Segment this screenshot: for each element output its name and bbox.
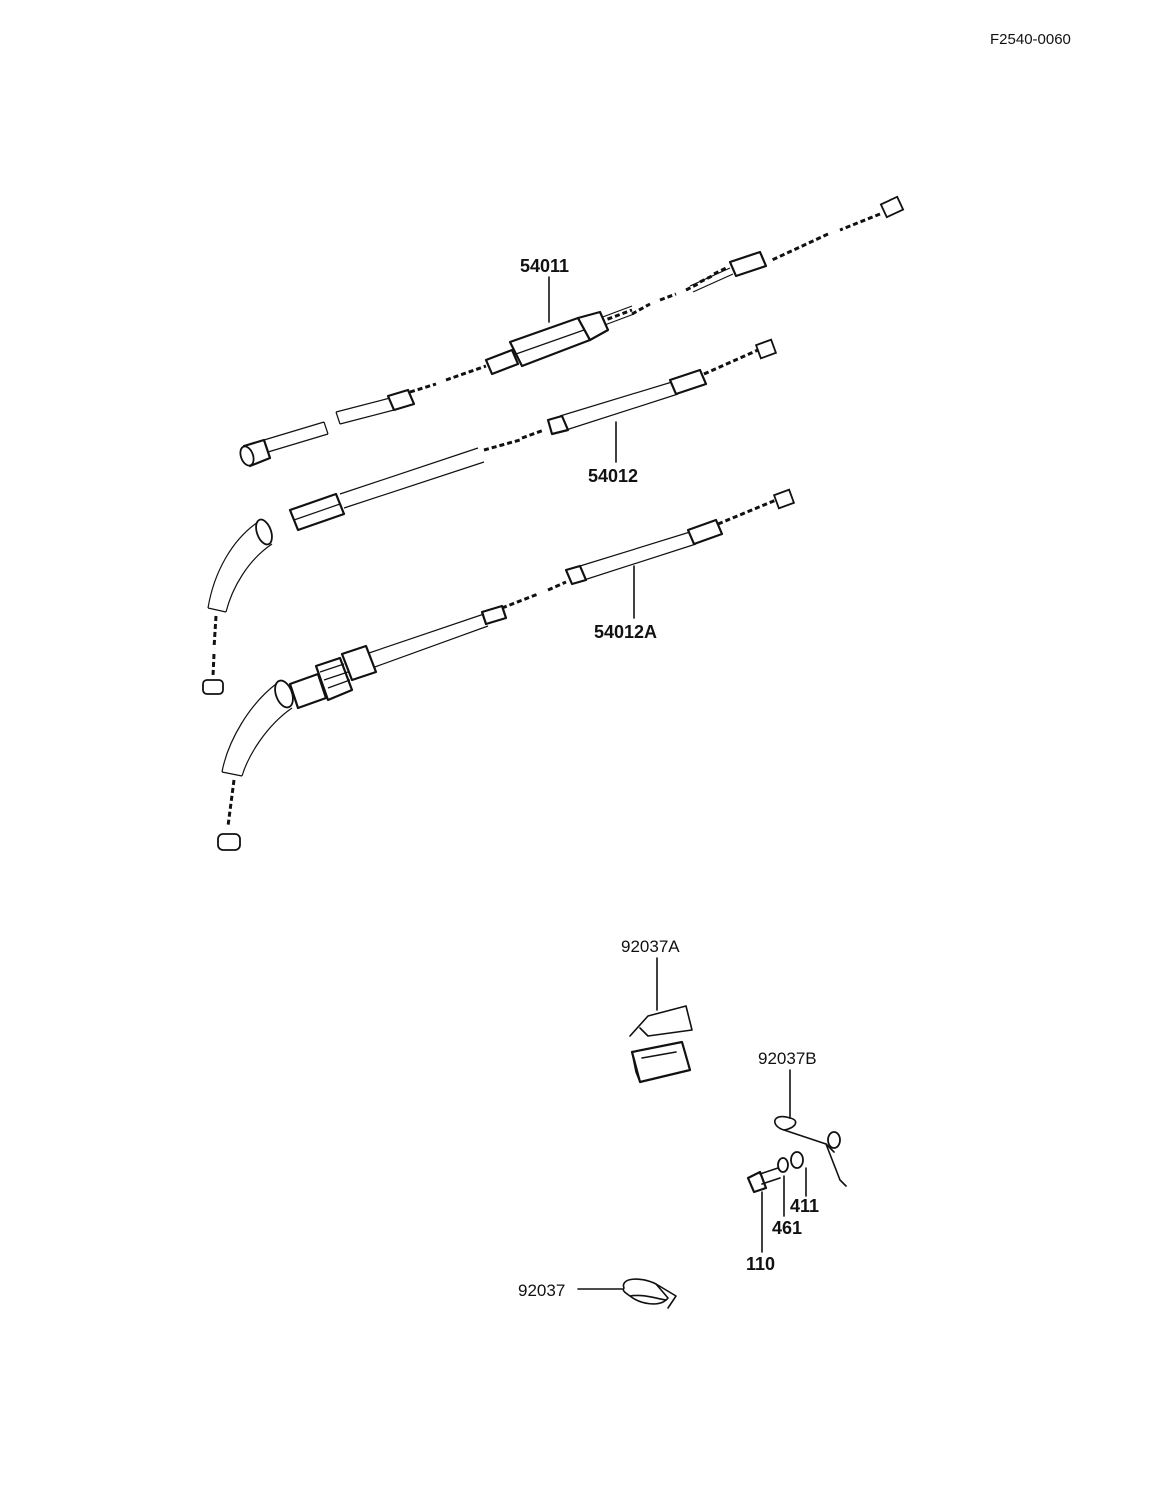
- label-92037: 92037: [518, 1281, 565, 1300]
- label-411: 411: [790, 1196, 819, 1216]
- label-54012A: 54012A: [594, 622, 657, 642]
- bracket-92037B: [746, 1069, 847, 1253]
- label-110: 110: [746, 1254, 775, 1274]
- label-92037A: 92037A: [621, 937, 680, 956]
- label-92037B: 92037B: [758, 1049, 817, 1068]
- cable-54012A: [217, 488, 796, 851]
- clamp-92037A: [629, 957, 693, 1084]
- label-461: 461: [772, 1218, 802, 1238]
- cable-54011: [239, 195, 905, 468]
- label-54012: 54012: [588, 466, 638, 486]
- clamp-92037: [577, 1278, 677, 1309]
- reference-code: F2540-0060: [990, 31, 1071, 48]
- cable-54012: [202, 338, 778, 695]
- label-54011: 54011: [520, 256, 569, 276]
